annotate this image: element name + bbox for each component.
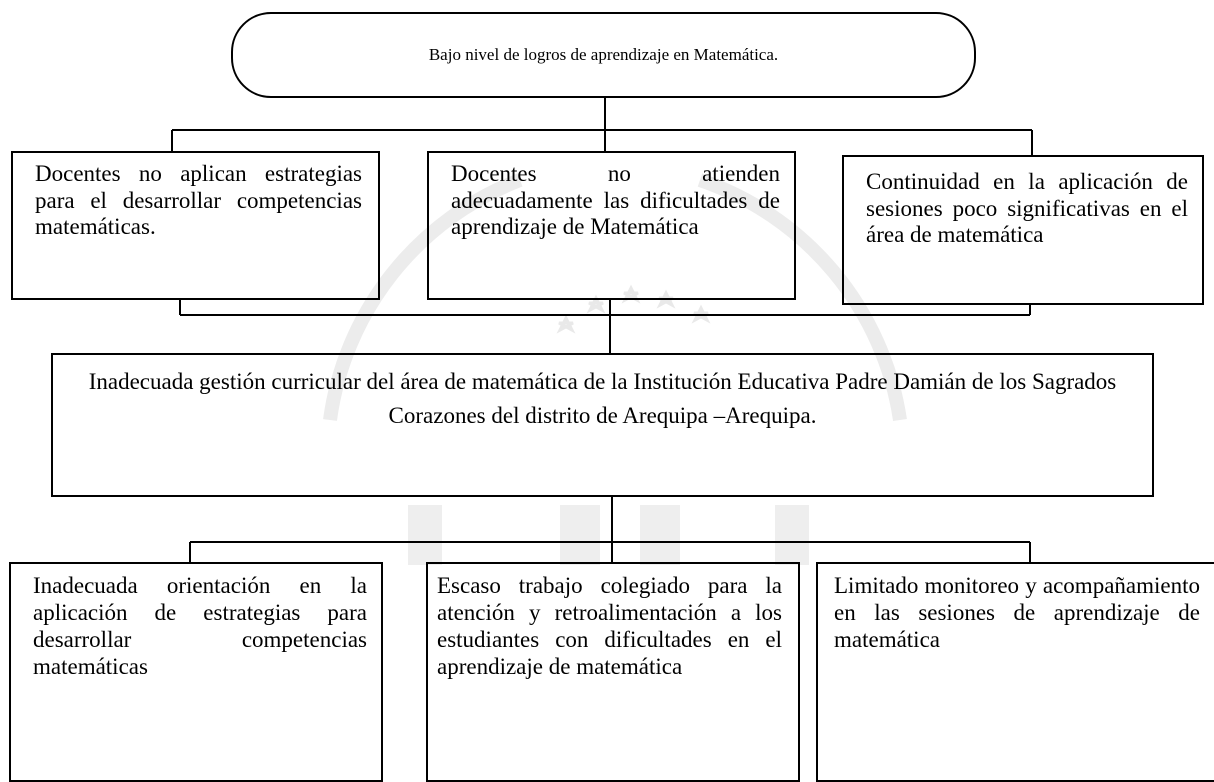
subcause-text-1: Inadecuada orientación en la aplicación … (33, 573, 367, 680)
subcause-box-2: Escaso trabajo colegiado para la atenció… (426, 562, 800, 782)
cause-box-2: Docentes no atienden adecuadamente las d… (427, 151, 796, 300)
cause-text-3: Continuidad en la aplicación de sesiones… (866, 169, 1188, 248)
effect-box: Bajo nivel de logros de aprendizaje en M… (231, 12, 976, 98)
central-problem-text: Inadecuada gestión curricular del área d… (88, 369, 1117, 428)
cause-text-2: Docentes no atienden adecuadamente las d… (451, 161, 780, 240)
cause-box-3: Continuidad en la aplicación de sesiones… (842, 155, 1204, 305)
cause-text-1: Docentes no aplican estrategias para el … (35, 161, 362, 240)
effect-text: Bajo nivel de logros de aprendizaje en M… (428, 44, 779, 64)
subcause-box-3: Limitado monitoreo y acompañamiento en l… (816, 562, 1214, 782)
subcause-box-1: Inadecuada orientación en la aplicación … (9, 562, 383, 782)
cause-box-1: Docentes no aplican estrategias para el … (11, 151, 380, 300)
central-problem-box: Inadecuada gestión curricular del área d… (51, 353, 1154, 497)
subcause-text-2: Escaso trabajo colegiado para la atenció… (437, 573, 782, 680)
subcause-text-3: Limitado monitoreo y acompañamiento en l… (834, 573, 1200, 653)
